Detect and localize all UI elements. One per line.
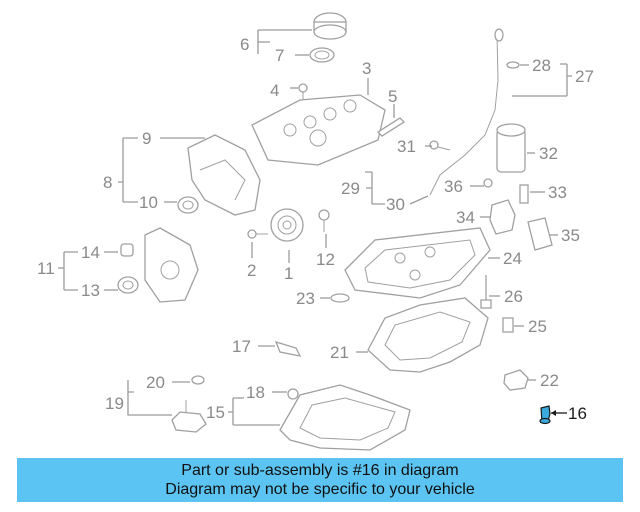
valve-cover (251, 94, 386, 166)
sensor-17 (274, 340, 302, 357)
cap-seal (309, 47, 335, 63)
callout-19: 19 (105, 394, 124, 413)
callout-2: 2 (247, 261, 256, 280)
callout-27: 27 (575, 67, 594, 86)
bolt-26 (480, 275, 492, 309)
gasket-23 (330, 293, 350, 303)
callout-30: 30 (386, 195, 405, 214)
callout-23: 23 (296, 289, 315, 308)
callout-18: 18 (246, 383, 265, 402)
timing-cover (187, 134, 261, 216)
crank-pulley (270, 208, 304, 242)
bolt-36 (483, 178, 493, 188)
lower-timing-cover (144, 227, 199, 303)
callout-34: 34 (456, 208, 475, 227)
drain-plug-18 (287, 388, 299, 400)
oil-filler-cap (313, 12, 347, 40)
banner-line-1: Part or sub-assembly is #16 in diagram (181, 462, 459, 479)
callout-11: 11 (37, 259, 55, 278)
cover-bolt-4 (298, 83, 308, 100)
callout-26: 26 (504, 287, 523, 306)
callout-33: 33 (548, 183, 567, 202)
level-sensor-19 (171, 400, 207, 433)
callout-36: 36 (444, 177, 463, 196)
seal-13 (117, 276, 139, 294)
sensor-22 (503, 369, 529, 391)
filter-housing-34 (489, 199, 516, 235)
callout-5: 5 (388, 87, 397, 106)
callout-15: 15 (206, 403, 225, 422)
callout-12: 12 (316, 250, 335, 269)
oil-pan-middle (367, 297, 489, 373)
bolt-2 (247, 229, 268, 239)
dipstick-tube (429, 28, 504, 196)
callout-1: 1 (284, 264, 293, 283)
callout-14: 14 (81, 243, 100, 262)
parts-diagram: 1 2 3 4 5 6 7 8 9 10 11 12 13 14 15 16 1… (37, 12, 594, 451)
callout-20: 20 (146, 373, 165, 392)
callout-10: 10 (139, 193, 158, 212)
callout-35: 35 (561, 226, 580, 245)
oil-pan-upper (344, 227, 491, 299)
banner-line-2: Diagram may not be specific to your vehi… (165, 481, 475, 498)
oring-28 (506, 61, 520, 69)
callout-16: 16 (568, 404, 587, 423)
callout-8: 8 (103, 173, 112, 192)
leader-lines (58, 29, 572, 426)
bolt-12 (318, 209, 330, 232)
callout-22: 22 (540, 371, 559, 390)
sensor-33 (519, 184, 529, 204)
bolt-25 (502, 317, 514, 333)
callout-24: 24 (503, 249, 522, 268)
oil-filter (496, 123, 526, 173)
callout-29: 29 (341, 179, 360, 198)
callout-9: 9 (142, 129, 151, 148)
gasket-5 (376, 117, 406, 137)
bolt-31 (429, 140, 451, 151)
callout-7: 7 (275, 46, 284, 65)
callout-13: 13 (81, 281, 100, 300)
callout-31: 31 (397, 137, 416, 156)
oring-20 (191, 375, 205, 385)
callout-17: 17 (232, 337, 251, 356)
seal-10 (177, 196, 199, 214)
callout-32: 32 (539, 144, 558, 163)
oil-pan-lower (279, 384, 411, 451)
callout-labels: 1 2 3 4 5 6 7 8 9 10 11 12 13 14 15 16 1… (37, 35, 594, 423)
info-banner: Part or sub-assembly is #16 in diagram D… (17, 458, 623, 502)
callout-3: 3 (362, 59, 371, 78)
gasket-35 (527, 217, 553, 251)
part-16-icon (539, 405, 551, 425)
callout-6: 6 (240, 35, 249, 54)
plug-14 (120, 243, 134, 257)
callout-28: 28 (532, 56, 551, 75)
callout-25: 25 (528, 317, 547, 336)
callout-4: 4 (270, 81, 279, 100)
callout-21: 21 (330, 343, 349, 362)
